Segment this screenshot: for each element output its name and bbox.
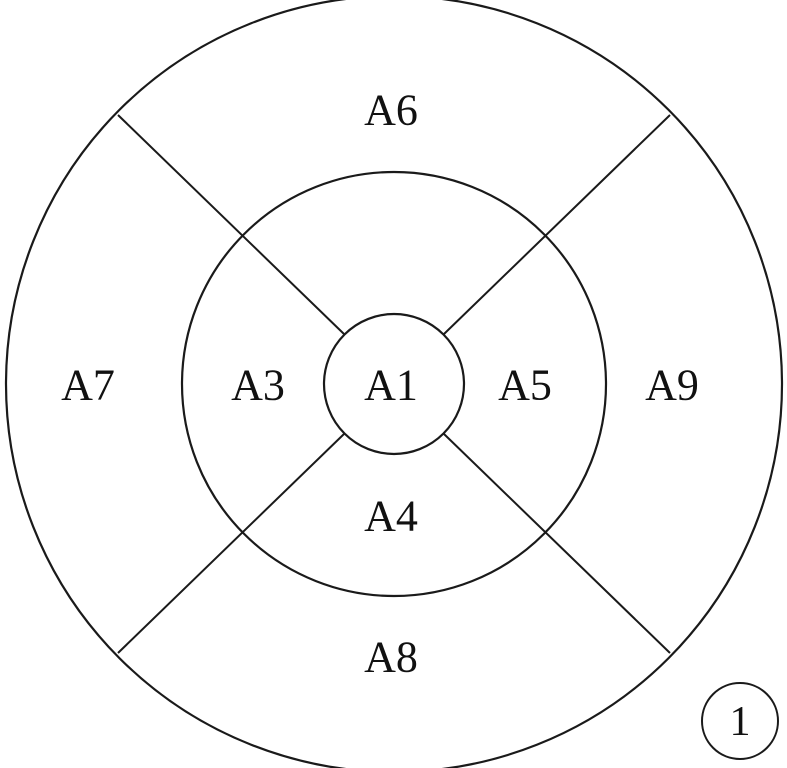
middle-ring xyxy=(180,170,608,598)
region-label-a3: A3 xyxy=(231,361,285,410)
region-label-a4: A4 xyxy=(364,492,418,541)
region-label-a1: A1 xyxy=(364,361,418,410)
divider-lower-right xyxy=(443,433,671,654)
figure-number-circle xyxy=(701,682,779,760)
divider-upper-right xyxy=(443,114,671,335)
divider-lower-left xyxy=(117,433,345,654)
inner-ring xyxy=(322,312,466,456)
region-label-a7: A7 xyxy=(61,361,115,410)
region-label-a5: A5 xyxy=(498,361,552,410)
divider-upper-left xyxy=(117,114,345,335)
region-label-a8: A8 xyxy=(364,633,418,682)
figure-number-text: 1 xyxy=(730,699,751,745)
figure-number-badge: 1 xyxy=(701,682,779,760)
region-label-a6: A6 xyxy=(364,86,418,135)
region-label-a9: A9 xyxy=(645,361,699,410)
outer-ring xyxy=(5,0,783,768)
